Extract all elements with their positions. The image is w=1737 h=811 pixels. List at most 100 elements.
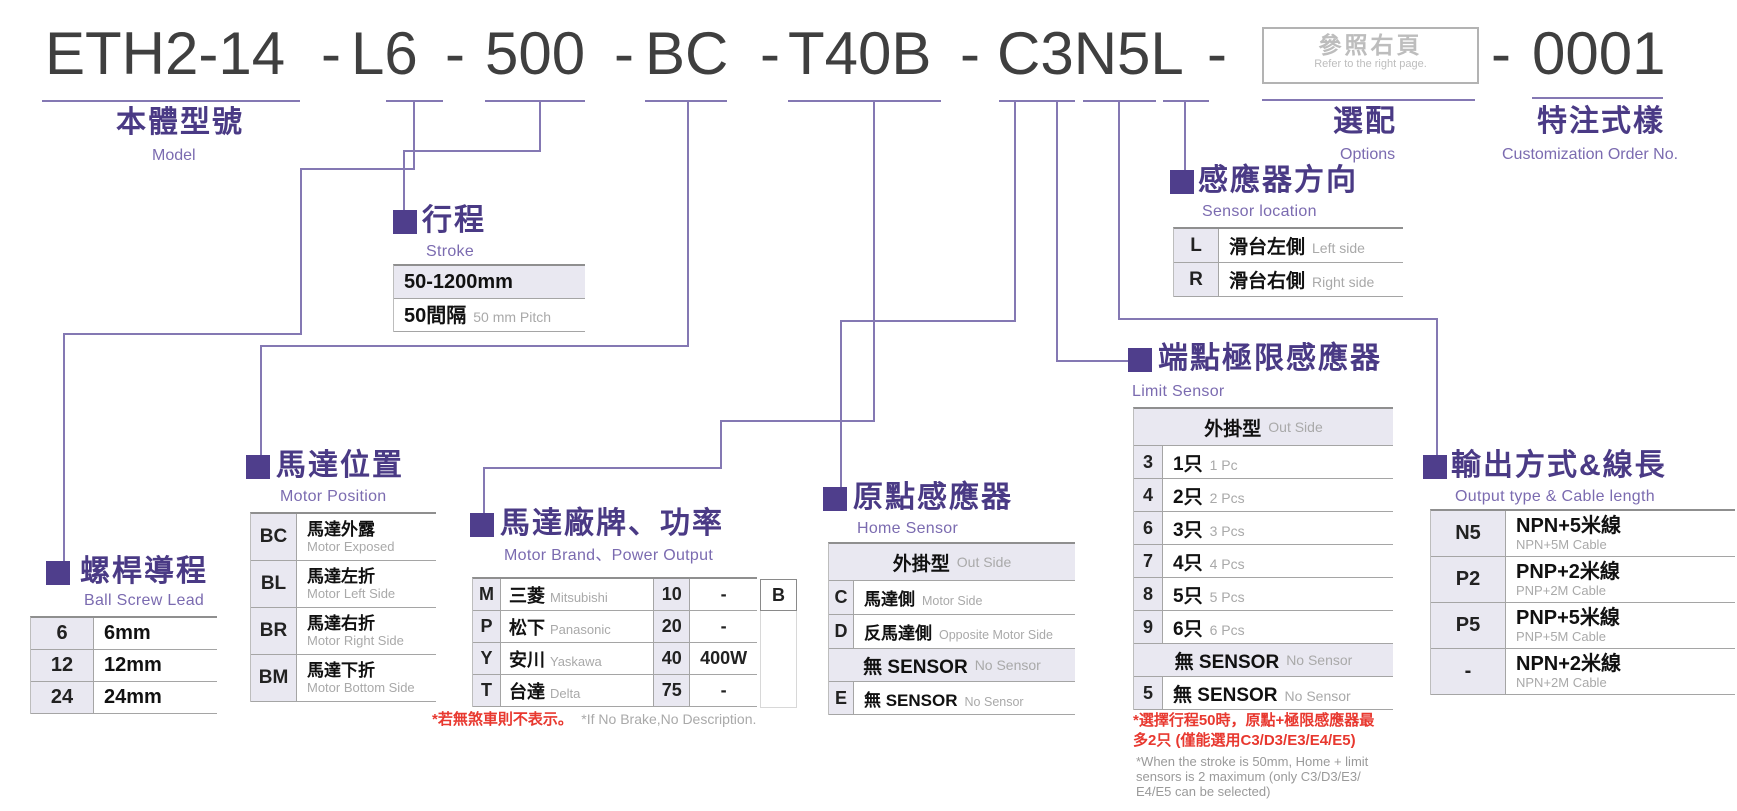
desc-en: 4 Pcs bbox=[1209, 555, 1245, 572]
sensor-location-table: L 滑台左側 Left side R 滑台右側 Right side bbox=[1173, 227, 1403, 297]
code-dash: - bbox=[614, 20, 634, 87]
brand-en: Yaskawa bbox=[550, 653, 602, 669]
custom-order-label-en: Customization Order No. bbox=[1502, 146, 1679, 163]
brake-column-empty bbox=[760, 611, 797, 708]
desc-en: No Sensor bbox=[964, 694, 1024, 709]
code-cell: C bbox=[829, 581, 854, 614]
table-row: P5 PNP+5米線 PNP+5M Cable bbox=[1431, 603, 1735, 649]
no-sensor-zh: 無 SENSOR bbox=[863, 656, 968, 678]
connector-line bbox=[300, 168, 415, 170]
table-header-row: 外掛型 Out Side bbox=[1134, 409, 1393, 446]
code-stroke: 500 bbox=[485, 20, 586, 87]
table-row: Y 安川 Yaskawa 40 400W bbox=[473, 643, 757, 675]
sensor-location-bullet bbox=[1170, 170, 1194, 194]
desc-cell: 12mm bbox=[104, 654, 162, 676]
table-header-row: 外掛型 Out Side bbox=[829, 544, 1075, 581]
code-dash: - bbox=[960, 20, 980, 87]
sensor-location-title-zh: 感應器方向 bbox=[1198, 164, 1358, 197]
desc-en: PNP+2M Cable bbox=[1516, 582, 1606, 598]
no-sensor-header-row: 無 SENSOR No Sensor bbox=[1134, 644, 1393, 677]
desc-zh: 馬達下折 bbox=[307, 661, 375, 681]
limit-sensor-gray-note: *When the stroke is 50mm, Home + limit s… bbox=[1136, 754, 1369, 799]
home-sensor-title-en: Home Sensor bbox=[857, 520, 959, 537]
desc-en: Motor Right Side bbox=[307, 632, 404, 648]
code-cell: R bbox=[1174, 263, 1219, 296]
code-cell: T bbox=[473, 675, 501, 706]
power-code-cell: 75 bbox=[653, 675, 691, 706]
code-cell: 5 bbox=[1134, 677, 1163, 709]
table-row: D 反馬達側 Opposite Motor Side bbox=[829, 615, 1075, 649]
home-sensor-title-zh: 原點感應器 bbox=[853, 481, 1013, 514]
no-sensor-en: No Sensor bbox=[974, 657, 1041, 673]
power-cell: - bbox=[720, 584, 727, 604]
code-dash: - bbox=[1207, 20, 1227, 87]
code-cell: N5 bbox=[1431, 511, 1506, 556]
connector-line bbox=[840, 320, 842, 489]
ball-screw-lead-title-en: Ball Screw Lead bbox=[84, 592, 205, 609]
stroke-title-en: Stroke bbox=[426, 243, 475, 260]
desc-en: Motor Side bbox=[922, 594, 983, 608]
table-row: BR 馬達右折 Motor Right Side bbox=[251, 608, 436, 655]
code-motor-brand: T40B bbox=[788, 20, 932, 87]
power-cell: 400W bbox=[700, 648, 748, 668]
table-row: M 三菱 Mitsubishi 10 - bbox=[473, 579, 757, 611]
connector-line bbox=[720, 420, 875, 422]
stroke-table: 50-1200mm 50間隔 50 mm Pitch bbox=[393, 264, 585, 332]
code-dash: - bbox=[760, 20, 780, 87]
power-cell: - bbox=[720, 616, 727, 636]
connector-line bbox=[63, 333, 302, 335]
desc-zh: PNP+2米線 bbox=[1516, 560, 1620, 583]
model-label-en: Model bbox=[152, 147, 196, 164]
underline-motor-brand bbox=[788, 100, 941, 102]
code-cell: 9 bbox=[1134, 611, 1163, 643]
limit-sensor-title-en: Limit Sensor bbox=[1132, 383, 1225, 400]
desc-zh: 無 SENSOR bbox=[864, 690, 958, 710]
table-row: C 馬達側 Motor Side bbox=[829, 581, 1075, 615]
code-cell: E bbox=[829, 682, 854, 714]
code-cell: 4 bbox=[1134, 479, 1163, 511]
motor-brand-bullet bbox=[470, 513, 494, 537]
options-label-zh: 選配 bbox=[1333, 105, 1397, 138]
desc-en: 2 Pcs bbox=[1209, 489, 1245, 506]
connector-line bbox=[483, 467, 722, 469]
table-row: T 台達 Delta 75 - bbox=[473, 675, 757, 707]
no-sensor-header-row: 無 SENSOR No Sensor bbox=[829, 649, 1075, 682]
desc-zh: 馬達左折 bbox=[307, 567, 375, 587]
desc-en: No Sensor bbox=[1284, 687, 1351, 704]
motor-position-bullet bbox=[246, 455, 270, 479]
connector-line bbox=[720, 420, 722, 467]
connector-line bbox=[260, 345, 262, 457]
desc-en: 1 Pc bbox=[1209, 456, 1238, 473]
desc-en: Opposite Motor Side bbox=[939, 628, 1053, 642]
connector-line bbox=[403, 150, 541, 152]
desc-en: Motor Bottom Side bbox=[307, 679, 415, 695]
power-cell: - bbox=[720, 680, 727, 700]
connector-line bbox=[539, 102, 541, 150]
brake-cell: B bbox=[760, 579, 797, 611]
table-row: 12 12mm bbox=[31, 650, 217, 682]
underline-home-limit bbox=[999, 100, 1075, 102]
options-box-zh: 參照右頁 bbox=[1318, 32, 1423, 58]
connector-line bbox=[1056, 360, 1130, 362]
code-lead: L6 bbox=[351, 20, 418, 87]
desc-cell: 24mm bbox=[104, 686, 162, 708]
power-code-cell: 40 bbox=[653, 643, 691, 674]
underline-lead bbox=[386, 100, 443, 102]
note-zh: *若無煞車則不表示。 bbox=[432, 711, 573, 728]
desc-zh: 滑台右側 bbox=[1229, 271, 1306, 292]
desc-en: 3 Pcs bbox=[1209, 522, 1245, 539]
code-cell: BL bbox=[251, 561, 297, 607]
connector-line bbox=[483, 467, 485, 517]
desc-zh: 滑台左側 bbox=[1229, 237, 1306, 258]
options-placeholder-box: 參照右頁 Refer to the right page. bbox=[1262, 27, 1479, 84]
power-code-cell: 20 bbox=[653, 611, 691, 642]
stroke-pitch-en: 50 mm Pitch bbox=[473, 309, 552, 325]
brand-zh: 台達 bbox=[509, 681, 545, 702]
code-cell: 6 bbox=[1134, 512, 1163, 544]
underline-sensor-location bbox=[1163, 100, 1209, 102]
header-en: Out Side bbox=[956, 554, 1012, 570]
